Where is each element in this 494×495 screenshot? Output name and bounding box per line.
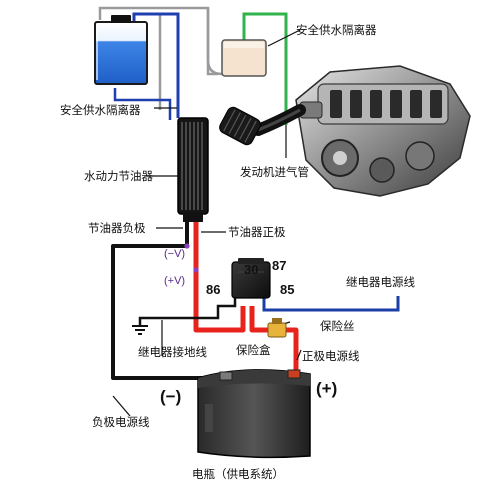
label-separator-left: 安全供水隔离器: [60, 103, 141, 117]
relay-pin-85: 85: [280, 282, 294, 297]
polarity-positive: (+V): [164, 275, 185, 287]
relay-pin-87: 87: [272, 258, 286, 273]
ground-symbol: [132, 325, 148, 335]
relay-pin-86: 86: [206, 282, 220, 297]
label-relay-ground: 继电器接地线: [138, 345, 207, 359]
positive-wire: [193, 222, 299, 378]
label-throttle-body: 水动力节油器: [84, 169, 153, 183]
relay: [231, 258, 271, 299]
label-fuse-box: 保险盒: [236, 343, 271, 357]
label-positive-wire: 正极电源线: [302, 349, 360, 363]
water-tank: [94, 15, 148, 85]
battery-terminal-negative: (−): [160, 387, 181, 406]
relay-ground-wire: [138, 296, 237, 326]
label-relay-power: 继电器电源线: [346, 275, 415, 289]
fuse-box: [267, 318, 287, 338]
battery: [197, 369, 311, 459]
negative-wire: [111, 222, 225, 380]
label-throttle-negative: 节油器负极: [88, 221, 146, 235]
relay-pin-30: 30: [244, 262, 258, 277]
label-fuse: 保险丝: [320, 319, 355, 333]
label-pointers: [112, 29, 302, 417]
label-engine-intake: 发动机进气管: [240, 165, 309, 179]
air-intake-pipe: [219, 104, 306, 146]
tank-outlet-tube: [113, 88, 172, 120]
battery-terminal-positive: (+): [316, 379, 337, 398]
safety-separator-box: [221, 39, 267, 77]
green-water-line: [242, 12, 288, 125]
polarity-dots: [184, 243, 199, 273]
polarity-negative: (−V): [164, 248, 185, 260]
label-negative-wire: 负极电源线: [92, 415, 150, 429]
gray-return-tube: [98, 6, 223, 76]
relay-power-wire: [262, 296, 400, 312]
hydro-throttle-unit: [177, 117, 209, 222]
label-battery: 电瓶（供电系统）: [192, 467, 284, 481]
label-throttle-positive: 节油器正极: [228, 225, 286, 239]
engine: [295, 65, 471, 197]
label-separator-top: 安全供水隔离器: [296, 23, 377, 37]
